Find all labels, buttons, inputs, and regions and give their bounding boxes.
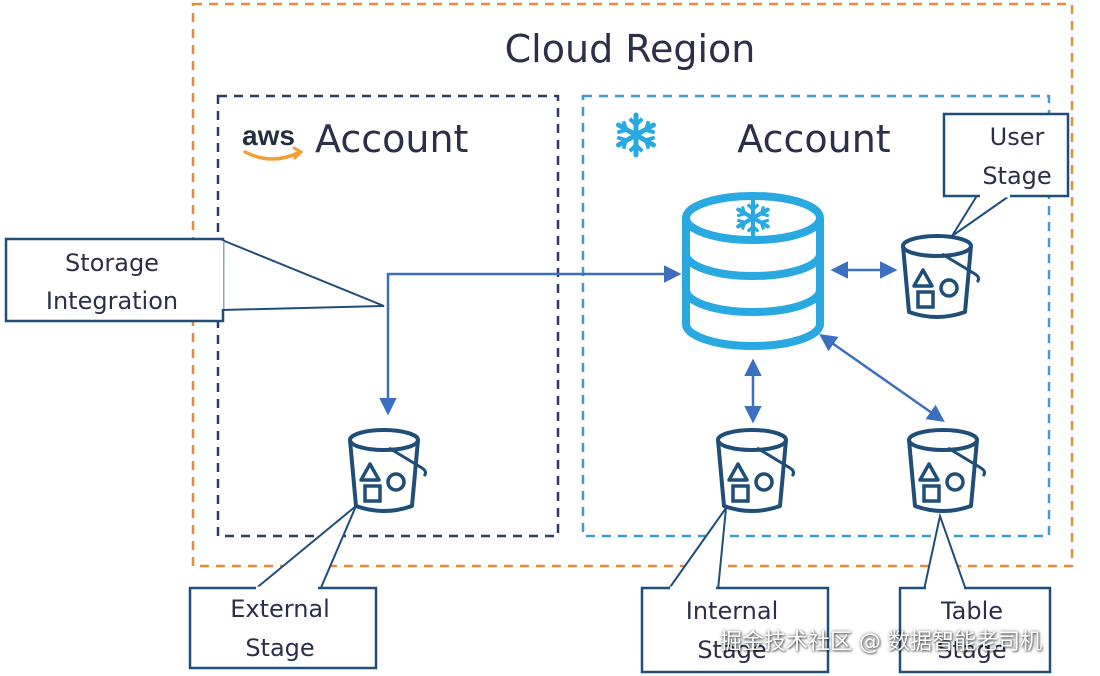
user-stage-label-line2: Stage (982, 162, 1051, 190)
snowflake-logo-icon (617, 115, 655, 155)
internal-stage-bucket-icon (716, 428, 796, 513)
aws-logo-text: aws (242, 120, 295, 151)
cloud-region-title: Cloud Region (505, 27, 756, 71)
user-stage-callout: User Stage (942, 112, 1070, 237)
table-stage-label-line1: Table (940, 597, 1003, 625)
snowflake-database-icon (682, 192, 824, 350)
aws-smile-icon (243, 150, 302, 161)
db-to-table-stage-arrow (819, 333, 945, 423)
table-stage-bucket-icon (907, 428, 987, 513)
user-stage-bucket-icon (901, 234, 981, 319)
source-watermark: 掘金技术社区 @ 数据智能老司机 (720, 630, 1042, 655)
storage-integration-arrow (379, 265, 682, 416)
aws-account-title: Account (315, 117, 468, 161)
internal-stage-label-line1: Internal (686, 597, 779, 625)
external-stage-label-line1: External (230, 595, 330, 623)
storage-integration-label-line1: Storage (65, 249, 159, 277)
external-stage-bucket-icon (348, 428, 428, 513)
storage-integration-callout: Storage Integration (4, 237, 385, 323)
table-stage-callout: Table Stage (898, 512, 1052, 674)
snowflake-account-title: Account (737, 117, 890, 161)
external-stage-label-line2: Stage (245, 634, 314, 662)
internal-stage-label-line2: Stage (697, 636, 766, 664)
aws-logo: aws (242, 120, 304, 161)
external-stage-callout: External Stage (188, 505, 378, 670)
user-stage-label-line1: User (990, 123, 1045, 151)
storage-integration-label-line2: Integration (46, 287, 178, 315)
table-stage-label-line2: Stage (937, 636, 1006, 664)
internal-stage-callout: Internal Stage (640, 504, 830, 674)
